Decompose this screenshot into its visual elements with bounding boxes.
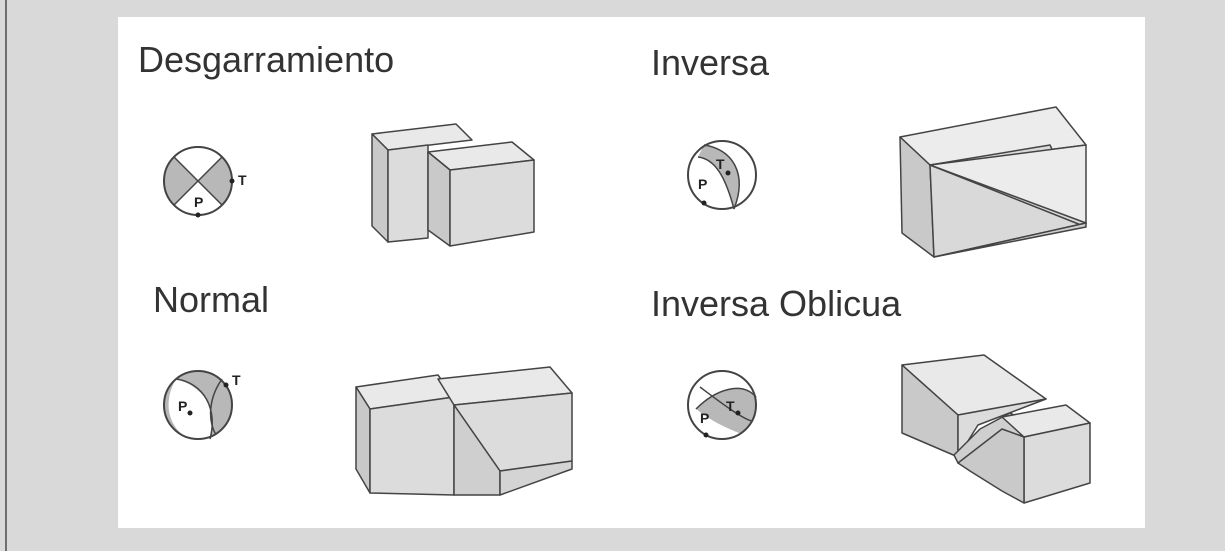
beachball-inversa: T P xyxy=(687,140,757,210)
block-inversa xyxy=(899,106,1087,258)
label-t: T xyxy=(726,398,735,414)
label-t: T xyxy=(716,156,725,172)
label-t: T xyxy=(232,372,241,388)
title-inversa-oblicua: Inversa Oblicua xyxy=(651,283,902,324)
figure-frame xyxy=(5,0,1225,551)
block-normal xyxy=(355,366,573,496)
beachball-normal: T P xyxy=(163,370,241,440)
title-desgarramiento: Desgarramiento xyxy=(138,39,395,80)
block-inversa-oblicua xyxy=(901,354,1091,504)
label-t: T xyxy=(238,172,247,188)
beachball-desgarramiento: T P xyxy=(163,146,247,218)
title-normal: Normal xyxy=(153,279,270,320)
label-p: P xyxy=(700,410,709,426)
figure-panel: Desgarramiento T P Inversa xyxy=(118,17,1145,528)
title-inversa: Inversa xyxy=(651,42,770,83)
block-desgarramiento xyxy=(371,123,535,247)
label-p: P xyxy=(178,398,187,414)
label-p: P xyxy=(194,194,203,210)
beachball-inversa-oblicua: T P xyxy=(687,370,757,440)
label-p: P xyxy=(698,176,707,192)
